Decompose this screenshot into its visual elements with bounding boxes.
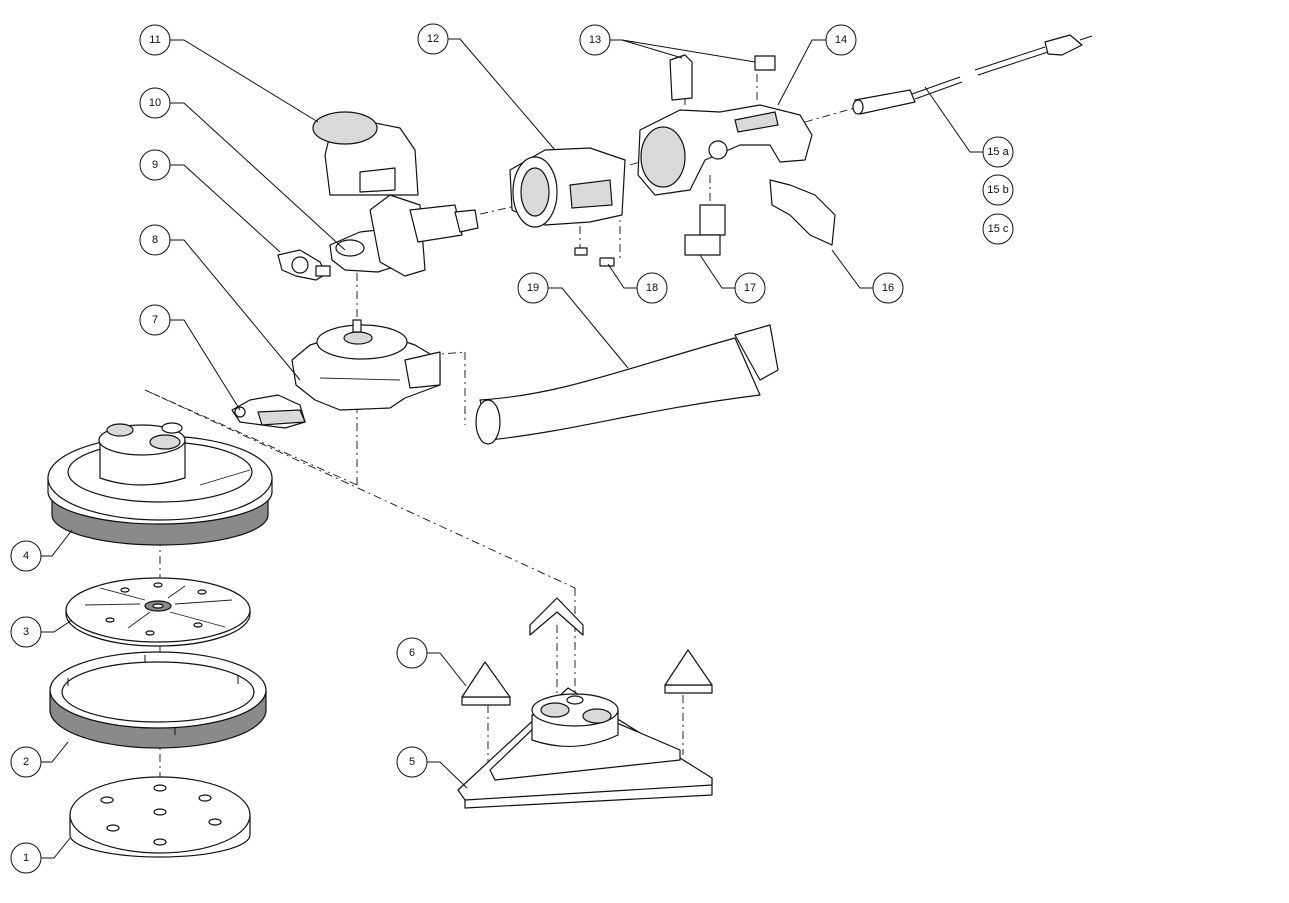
callout-3: 3 bbox=[10, 616, 42, 648]
part-13-parts bbox=[669, 54, 776, 101]
part-1-backing-pad bbox=[69, 776, 251, 858]
callout-18-label: 18 bbox=[646, 282, 658, 294]
callout-15a-label: 15 a bbox=[987, 146, 1009, 158]
callout-3-label: 3 bbox=[23, 626, 29, 638]
callout-8-label: 8 bbox=[152, 234, 158, 246]
part-7-clamp bbox=[231, 394, 306, 429]
part-16-bracket bbox=[769, 179, 836, 246]
callout-19: 19 bbox=[517, 272, 549, 304]
part-2-brush-ring bbox=[49, 651, 267, 749]
callout-13-label: 13 bbox=[589, 34, 601, 46]
callout-16-label: 16 bbox=[882, 282, 894, 294]
callout-7-label: 7 bbox=[152, 314, 158, 326]
callout-4: 4 bbox=[10, 540, 42, 572]
part-18-clips bbox=[574, 247, 615, 267]
callout-17: 17 bbox=[734, 272, 766, 304]
callout-14-label: 14 bbox=[835, 34, 847, 46]
callout-13: 13 bbox=[579, 24, 611, 56]
callout-15a: 15 a bbox=[982, 136, 1014, 168]
part-11-cover bbox=[312, 111, 419, 196]
part-12-motor-housing bbox=[509, 147, 626, 228]
callout-15c: 15 c bbox=[982, 213, 1014, 245]
callout-2: 2 bbox=[10, 746, 42, 778]
callout-1-label: 1 bbox=[23, 852, 29, 864]
part-19-hose bbox=[475, 324, 779, 445]
part-15-cable bbox=[852, 34, 1093, 115]
callout-14: 14 bbox=[825, 24, 857, 56]
callout-19-label: 19 bbox=[527, 282, 539, 294]
callout-10-label: 10 bbox=[149, 97, 161, 109]
callout-12: 12 bbox=[417, 23, 449, 55]
callout-17-label: 17 bbox=[744, 282, 756, 294]
part-3-plate bbox=[65, 577, 251, 647]
callout-9-label: 9 bbox=[152, 159, 158, 171]
callout-15b-label: 15 b bbox=[987, 184, 1008, 196]
part-17-switch bbox=[684, 204, 726, 256]
leader-lines bbox=[40, 38, 983, 859]
callout-8: 8 bbox=[139, 224, 171, 256]
callout-5: 5 bbox=[396, 746, 428, 778]
part-9-connector bbox=[277, 249, 331, 281]
part-14-handle bbox=[637, 104, 813, 196]
callout-6-label: 6 bbox=[409, 647, 415, 659]
callout-15b: 15 b bbox=[982, 174, 1014, 206]
callout-16: 16 bbox=[872, 272, 904, 304]
part-6-triangle-segments bbox=[461, 597, 713, 706]
callout-18: 18 bbox=[636, 272, 668, 304]
callout-9: 9 bbox=[139, 149, 171, 181]
callout-11-label: 11 bbox=[149, 34, 160, 46]
callout-4-label: 4 bbox=[23, 550, 29, 562]
callout-10: 10 bbox=[139, 87, 171, 119]
callout-12-label: 12 bbox=[427, 33, 439, 45]
callout-5-label: 5 bbox=[409, 756, 415, 768]
part-5-triangular-head bbox=[457, 687, 713, 809]
callouts: 1 2 3 4 5 6 7 8 9 10 11 12 13 14 15 a 15… bbox=[10, 23, 1014, 874]
part-8-gear-housing bbox=[291, 319, 441, 411]
callout-1: 1 bbox=[10, 842, 42, 874]
callout-7: 7 bbox=[139, 304, 171, 336]
part-10-motor bbox=[329, 194, 479, 277]
callout-2-label: 2 bbox=[23, 756, 29, 768]
part-4-round-head bbox=[47, 422, 273, 546]
callout-15c-label: 15 c bbox=[988, 223, 1009, 235]
callout-6: 6 bbox=[396, 637, 428, 669]
callout-11: 11 bbox=[139, 24, 171, 56]
